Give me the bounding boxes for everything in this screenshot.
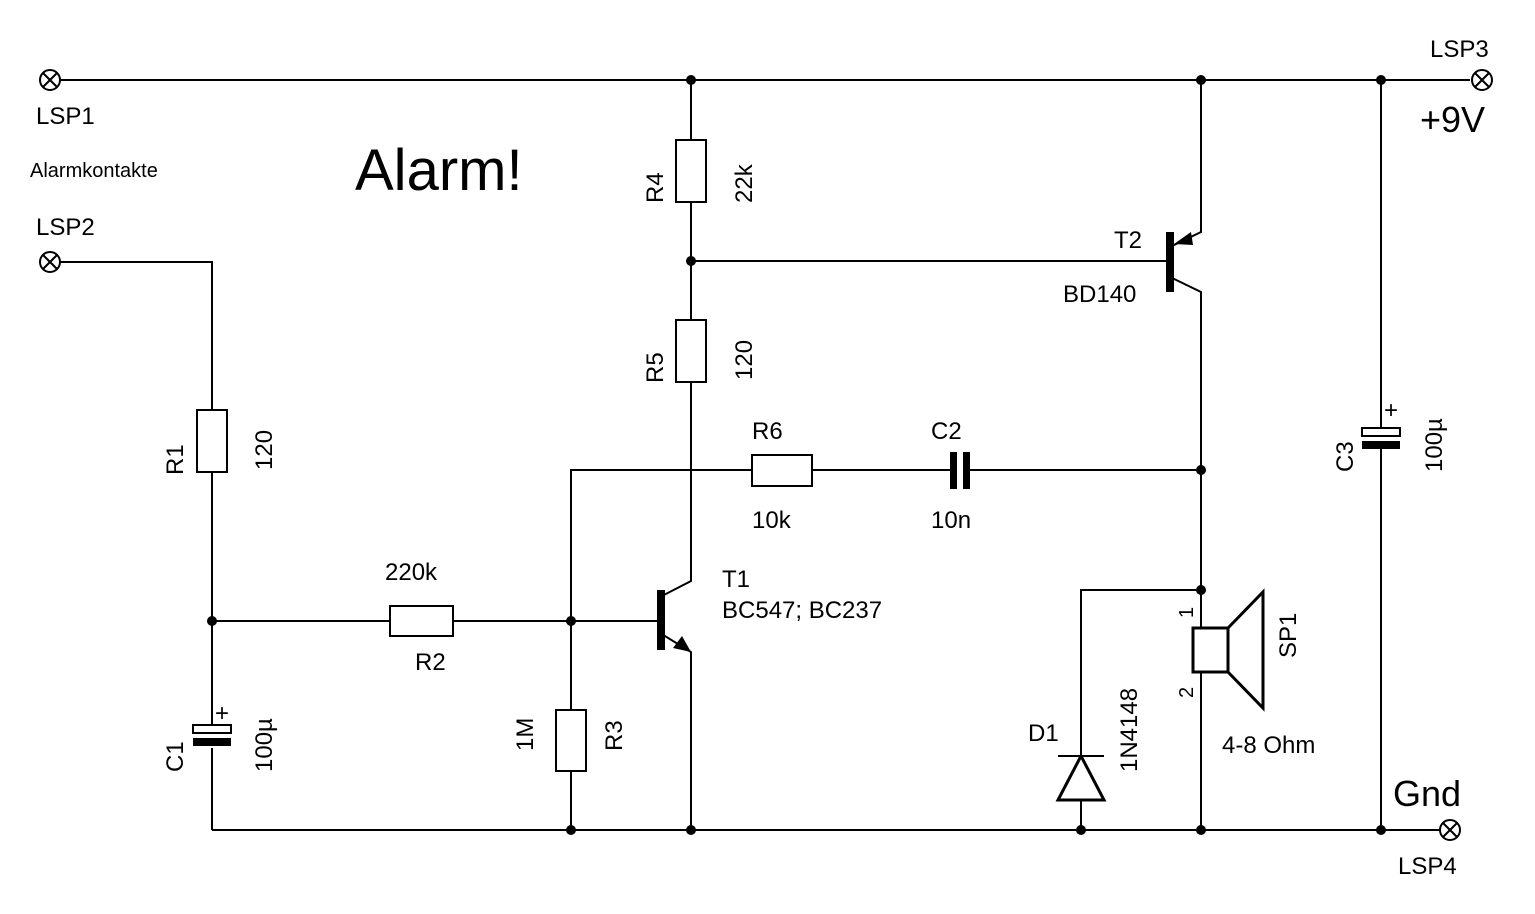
label-lsp1: LSP1	[36, 103, 95, 130]
resistor-r3[interactable]	[555, 709, 587, 772]
label-c3-value: 100µ	[1421, 418, 1448, 472]
resistor-r6[interactable]	[751, 454, 813, 487]
terminal-lsp1[interactable]	[39, 69, 61, 91]
junction-dot	[686, 75, 696, 85]
label-r1-ref: R1	[162, 444, 189, 475]
terminal-lsp4[interactable]	[1439, 819, 1461, 841]
terminal-lsp3[interactable]	[1471, 69, 1493, 91]
junction-dot	[1196, 75, 1206, 85]
label-r5-value: 120	[731, 340, 758, 380]
resistor-r4[interactable]	[675, 139, 707, 203]
label-c3-polarity: +	[1384, 397, 1398, 424]
junction-dot	[1196, 585, 1206, 595]
label-r6-value: 10k	[752, 507, 792, 534]
junction-dot	[207, 616, 217, 626]
junctions	[207, 75, 1386, 835]
label-c2-ref: C2	[931, 418, 962, 445]
label-sp1-ref: SP1	[1275, 613, 1302, 658]
capacitor-c2[interactable]	[950, 452, 970, 489]
wires	[50, 80, 1382, 830]
label-t2-value: BD140	[1063, 281, 1136, 308]
capacitor-c1[interactable]	[192, 700, 232, 746]
label-gnd: Gnd	[1393, 773, 1461, 814]
transistor-t1[interactable]	[657, 590, 691, 652]
schematic-title: Alarm!	[355, 138, 523, 203]
label-t2-ref: T2	[1114, 227, 1142, 254]
junction-dot	[1376, 75, 1386, 85]
resistor-r5[interactable]	[675, 319, 707, 383]
junction-dot	[686, 825, 696, 835]
label-r2-ref: R2	[415, 649, 446, 676]
junction-dot	[1076, 825, 1086, 835]
label-c2-value: 10n	[931, 507, 971, 534]
label-r1-value: 120	[251, 430, 278, 470]
junction-dot	[1196, 465, 1206, 475]
label-c3-ref: C3	[1332, 441, 1359, 472]
label-r3-value: 1M	[512, 718, 539, 751]
label-sp1-pin2: 2	[1176, 687, 1198, 698]
label-plus9v: +9V	[1420, 99, 1485, 140]
label-c1-ref: C1	[162, 741, 189, 772]
resistor-r1[interactable]	[196, 409, 228, 473]
junction-dot	[686, 256, 696, 266]
resistor-r2[interactable]	[389, 605, 454, 637]
label-d1-value: 1N4148	[1116, 688, 1143, 772]
label-lsp2: LSP2	[36, 214, 95, 241]
label-r5-ref: R5	[642, 352, 669, 383]
label-lsp3: LSP3	[1430, 36, 1489, 63]
junction-dot	[566, 616, 576, 626]
junction-dot	[566, 825, 576, 835]
label-alarm-contacts: Alarmkontakte	[30, 160, 158, 182]
transistor-t2[interactable]	[1166, 232, 1193, 292]
junction-dot	[1376, 825, 1386, 835]
label-sp1-value: 4-8 Ohm	[1222, 732, 1315, 759]
label-r4-ref: R4	[642, 172, 669, 203]
label-c1-value: 100µ	[251, 718, 278, 772]
label-t1-ref: T1	[722, 566, 750, 593]
capacitor-c3[interactable]	[1361, 427, 1401, 449]
label-r3-ref: R3	[601, 720, 628, 751]
label-t1-value: BC547; BC237	[722, 597, 882, 624]
label-lsp4: LSP4	[1398, 853, 1457, 880]
label-r4-value: 22k	[731, 163, 758, 203]
junction-dot	[1196, 825, 1206, 835]
terminal-lsp2[interactable]	[39, 251, 61, 273]
label-r6-ref: R6	[752, 418, 783, 445]
diode-d1[interactable]	[1055, 752, 1107, 802]
label-sp1-pin1: 1	[1176, 607, 1198, 618]
label-r2-value: 220k	[385, 559, 438, 586]
label-c1-polarity: +	[215, 700, 229, 727]
speaker-sp1[interactable]	[1191, 588, 1265, 712]
label-d1-ref: D1	[1028, 720, 1059, 747]
